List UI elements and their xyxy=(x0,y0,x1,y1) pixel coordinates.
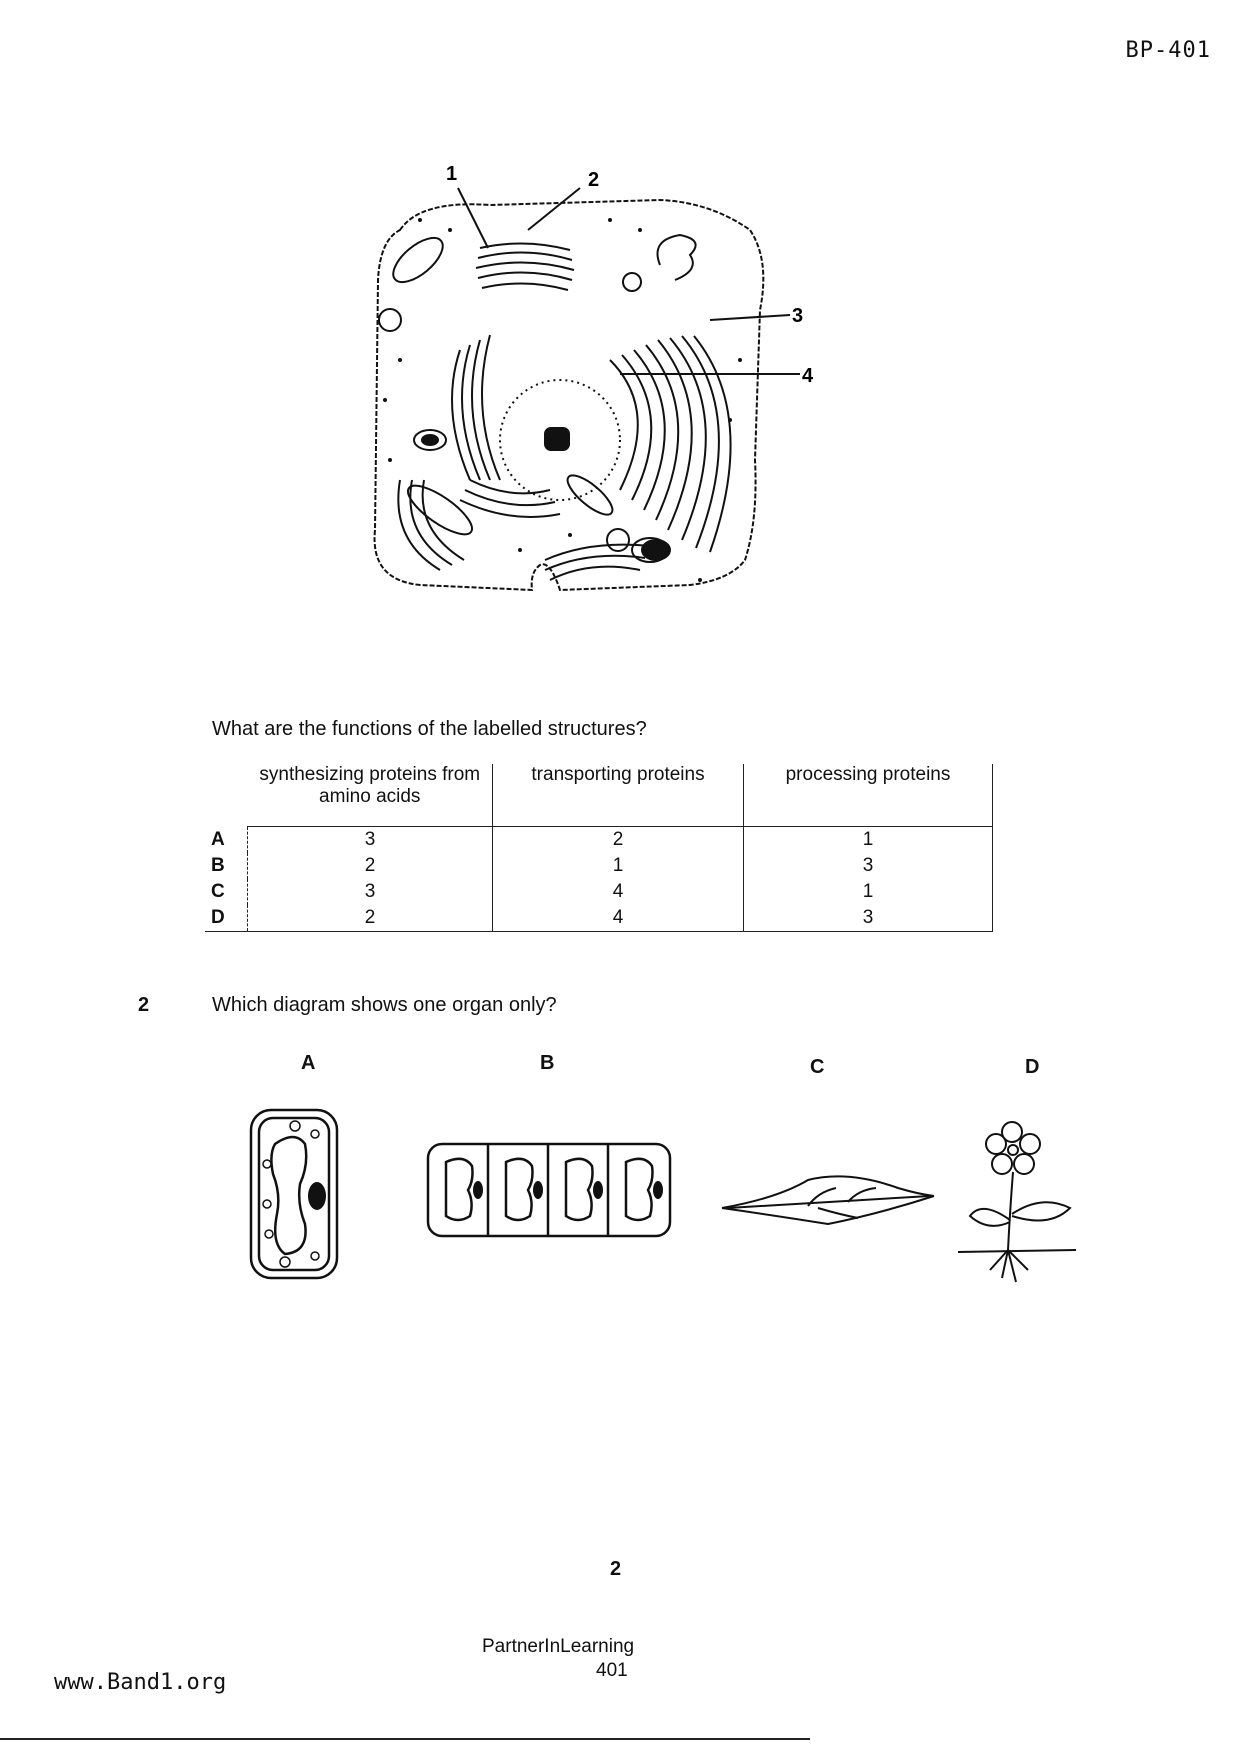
cell-tissue-illustration[interactable] xyxy=(424,1140,674,1240)
option-label[interactable]: A xyxy=(205,826,248,853)
option-d-label[interactable]: D xyxy=(1025,1056,1040,1078)
table-cell: 1 xyxy=(743,826,993,853)
table-cell: 3 xyxy=(247,826,493,853)
table-row: D 2 4 3 xyxy=(205,905,993,932)
flowering-plant-illustration[interactable] xyxy=(952,1110,1082,1290)
table-cell: 4 xyxy=(492,879,744,905)
document-code: BP-401 xyxy=(1125,38,1211,63)
column-header-transporting: transporting proteins xyxy=(492,764,744,827)
table-cell: 3 xyxy=(743,905,993,932)
website-link[interactable]: www.Band1.org xyxy=(54,1670,227,1695)
question-1-prompt: What are the functions of the labelled s… xyxy=(212,718,647,740)
page-number: 2 xyxy=(610,1558,622,1580)
column-header-processing: processing proteins xyxy=(743,764,993,827)
cell-label-3: 3 xyxy=(792,305,803,327)
table-row: C 3 4 1 xyxy=(205,879,993,905)
table-cell: 1 xyxy=(743,879,993,905)
table-cell: 2 xyxy=(247,853,493,879)
publisher-code: 401 xyxy=(596,1660,628,1681)
leaf-illustration[interactable] xyxy=(718,1168,938,1228)
footer-rule xyxy=(0,1738,810,1740)
cell-label-2: 2 xyxy=(588,169,599,191)
column-header-synthesizing: synthesizing proteins from amino acids xyxy=(247,764,493,827)
answer-table: synthesizing proteins from amino acids t… xyxy=(205,764,993,932)
answer-table-corner xyxy=(205,764,248,827)
question-2-prompt: Which diagram shows one organ only? xyxy=(212,994,557,1016)
publisher-name: PartnerInLearning xyxy=(482,1636,635,1657)
single-cell-illustration[interactable] xyxy=(245,1104,345,1284)
table-cell: 4 xyxy=(492,905,744,932)
animal-cell-diagram: 1 2 3 4 xyxy=(373,163,814,592)
table-cell: 3 xyxy=(743,853,993,879)
table-cell: 1 xyxy=(492,853,744,879)
question-2-number: 2 xyxy=(138,994,150,1016)
table-cell: 2 xyxy=(492,826,744,853)
option-label[interactable]: B xyxy=(205,853,248,879)
table-cell: 2 xyxy=(247,905,493,932)
table-row: B 2 1 3 xyxy=(205,853,993,879)
option-label[interactable]: D xyxy=(205,905,248,932)
option-a-label[interactable]: A xyxy=(301,1052,316,1074)
table-row: A 3 2 1 xyxy=(205,826,993,853)
cell-label-1: 1 xyxy=(446,163,457,185)
option-label[interactable]: C xyxy=(205,879,248,905)
cell-label-4: 4 xyxy=(802,365,814,387)
option-b-label[interactable]: B xyxy=(540,1052,555,1074)
option-c-label[interactable]: C xyxy=(810,1056,825,1078)
table-cell: 3 xyxy=(247,879,493,905)
